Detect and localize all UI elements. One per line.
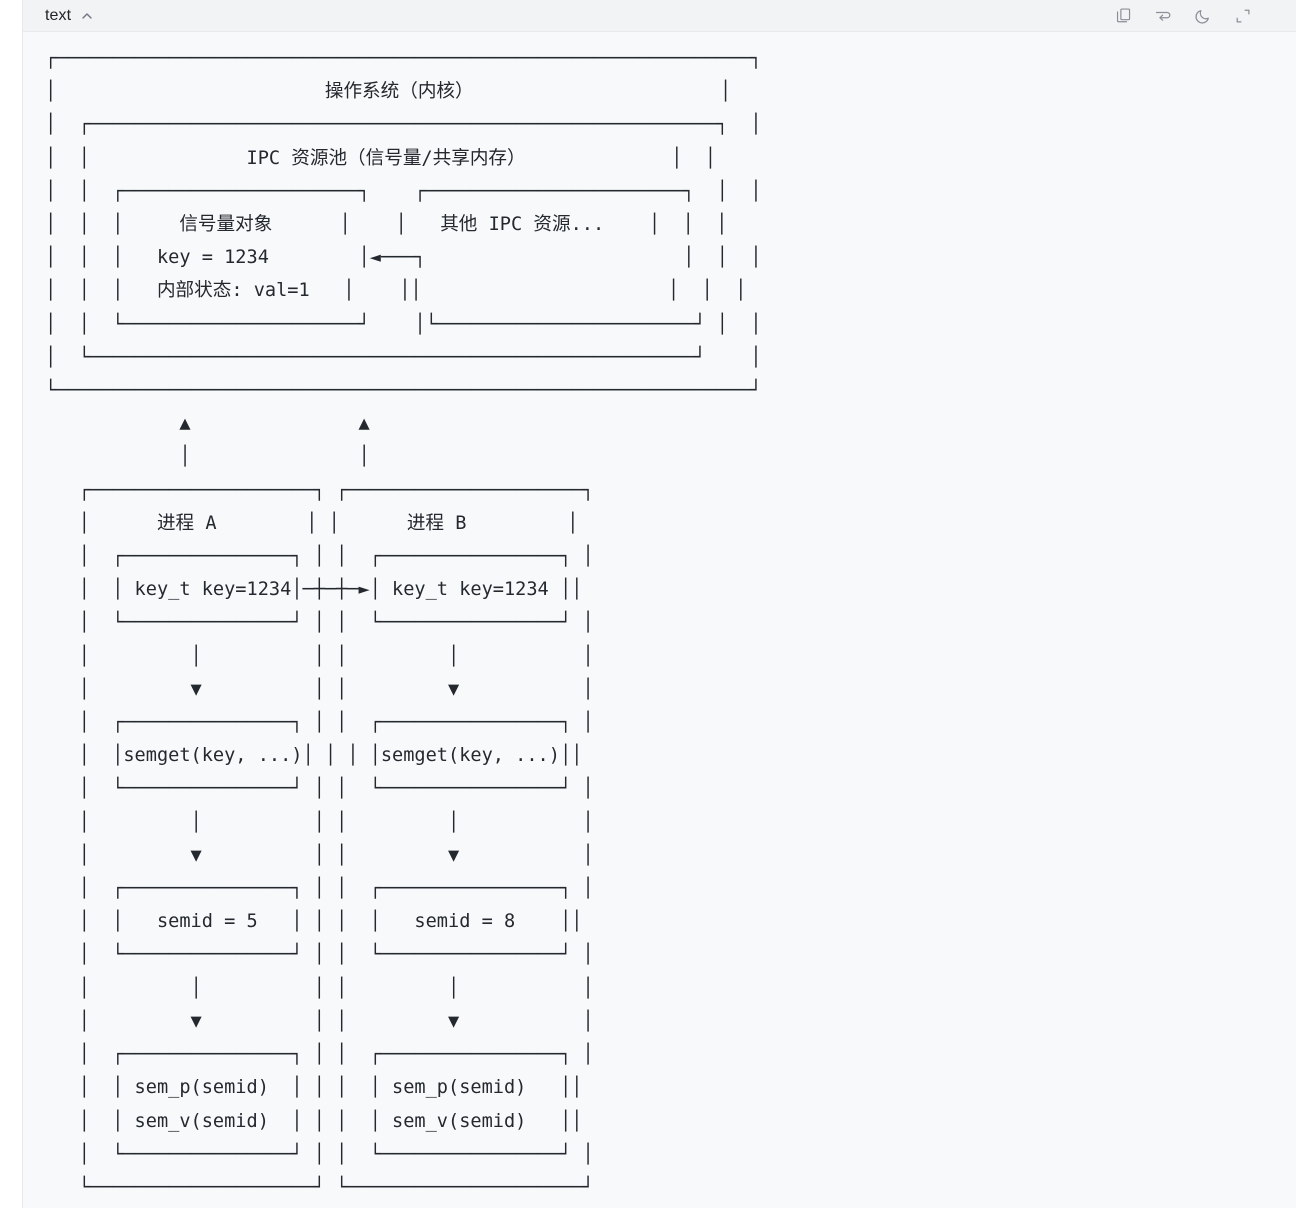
ascii-diagram: ┌───────────────────────────────────────…: [45, 48, 762, 1198]
code-language-label: text: [45, 6, 72, 24]
code-block-header-left: text: [45, 6, 94, 24]
chevron-up-icon[interactable]: [80, 9, 94, 23]
code-block-header: text: [23, 0, 1296, 32]
copy-icon[interactable]: [1114, 7, 1132, 25]
moon-icon[interactable]: [1194, 7, 1212, 25]
left-gutter: [0, 0, 22, 1208]
code-block-header-actions: [1114, 7, 1280, 25]
code-card: text: [22, 0, 1296, 1208]
code-block-body[interactable]: ┌───────────────────────────────────────…: [23, 32, 1296, 1208]
expand-icon[interactable]: [1234, 7, 1252, 25]
wrap-text-icon[interactable]: [1154, 7, 1172, 25]
